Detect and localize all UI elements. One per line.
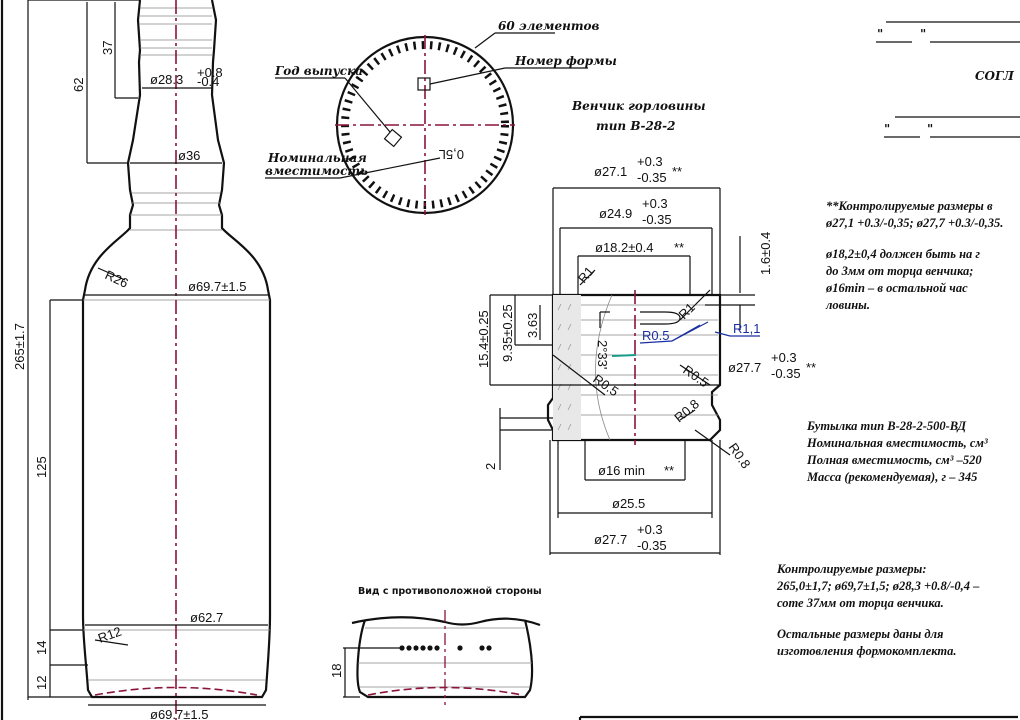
dim-d18-2-stars: ** <box>674 240 684 255</box>
dim-37: 37 <box>100 41 115 55</box>
dim-d27-7-tol-minus: -0.35 <box>771 366 801 381</box>
notes-line-2: до 3мм от торца венчика; <box>826 264 974 278</box>
dim-125: 125 <box>34 456 49 478</box>
dim-total-height: 265±1.7 <box>12 323 27 370</box>
dim-d27-7-bottom-tol-plus: +0.3 <box>637 522 663 537</box>
finish-dimensions <box>489 187 755 555</box>
dim-d27-7: ø27.7 <box>728 360 761 375</box>
approval-title: СОГЛ <box>975 69 1014 83</box>
dim-d18-2: ø18.2±0.4 <box>595 240 653 255</box>
controlled-dims-block: Контролируемые размеры: 265,0±1,7; ø69,7… <box>777 561 1018 660</box>
label-60-elements: 60 элементов <box>498 19 600 33</box>
opposite-view-drawing <box>343 610 541 705</box>
dim-d27-7-tol-plus: +0.3 <box>771 350 797 365</box>
dim-h2: 2 <box>483 463 498 470</box>
rest-dims-line-1: Остальные размеры даны для <box>777 627 944 641</box>
dim-14: 14 <box>34 641 49 655</box>
dim-18: 18 <box>329 664 344 678</box>
dim-h3-63: 3.63 <box>525 313 540 338</box>
finish-title-1: Венчик горловины <box>571 99 706 113</box>
dim-36: ø36 <box>178 148 200 163</box>
notes-controlled-block: **Контролируемые размеры в ø27,1 +0.3/-0… <box>826 198 1018 314</box>
emblem-volume: 0,5L <box>439 147 464 162</box>
dim-h9-35: 9.35±0.25 <box>500 304 515 362</box>
dim-d27-1-tol-plus: +0.3 <box>637 154 663 169</box>
notes-line-1: ø18,2±0,4 должен быть на г <box>826 247 981 261</box>
approval-quote-2: " <box>920 27 926 41</box>
spec-nominal-capacity: Номинальная вместимость, см³ <box>807 436 988 450</box>
approval-quote-4: " <box>927 122 933 136</box>
dim-r12: R12 <box>96 624 124 646</box>
notes-controlled-line: ø27,1 +0.3/-0,35; ø27,7 +0.3/-0,35. <box>826 216 1004 230</box>
opposite-view-title: Вид с противоположной стороны <box>358 586 542 597</box>
dim-d24-9-tol-plus: +0.3 <box>642 196 668 211</box>
dim-body-diameter: ø69.7±1.5 <box>188 279 246 294</box>
dim-d27-1-stars: ** <box>672 164 682 179</box>
dim-bottom-diameter: ø69.7±1.5 <box>150 707 208 720</box>
dim-d25-5: ø25.5 <box>612 496 645 511</box>
finish-blue-radii <box>639 321 760 344</box>
approval-quote-1: " <box>877 27 883 41</box>
dim-d24-9-tol-minus: -0.35 <box>642 212 672 227</box>
dim-neck-diameter: ø28.3 <box>150 72 183 87</box>
dim-r26: R26 <box>103 267 131 291</box>
controlled-dims-line-2: соте 37мм от торца венчика. <box>777 596 944 610</box>
finish-title-2: тип В-28-2 <box>596 119 675 133</box>
controlled-dims-line-1: 265,0±1,7; ø69,7±1,5; ø28,3 +0.8/-0,4 – <box>777 579 980 593</box>
dim-d27-7-bottom-tol-minus: -0.35 <box>637 538 667 553</box>
rest-dims-line-2: изготовления формокомплекта. <box>777 644 957 658</box>
dim-h15-4: 15.4±0.25 <box>476 310 491 368</box>
label-year: Год выпуска <box>274 64 363 78</box>
dim-d27-1: ø27.1 <box>594 164 627 179</box>
dim-neck-tol-plus: +0.8 <box>197 65 223 80</box>
dim-neck-tol-minus: -0.4 <box>197 74 219 89</box>
approval-quote-3: " <box>884 122 890 136</box>
bottom-emblem <box>265 32 588 215</box>
spec-full-capacity: Полная вместимость, см³ –520 <box>807 453 982 467</box>
dim-r0-8-b: R0.8 <box>726 440 754 471</box>
dim-r0-5-blue: R0.5 <box>642 328 669 343</box>
dim-d16: ø16 min <box>598 463 645 478</box>
controlled-dims-heading: Контролируемые размеры: <box>777 562 927 576</box>
spec-mass: Масса (рекомендуемая), г – 345 <box>807 470 978 484</box>
label-capacity-1: Номинальная <box>267 151 367 165</box>
approval-lines <box>876 21 1020 138</box>
dim-r0-8-a: R0.8 <box>671 396 702 425</box>
dim-d27-1-tol-minus: -0.35 <box>637 170 667 185</box>
dim-12: 12 <box>34 676 49 690</box>
notes-controlled-heading: **Контролируемые размеры в <box>826 199 993 213</box>
bottle-dimensions <box>27 0 268 706</box>
dim-d16-stars: ** <box>664 463 674 478</box>
dim-h1-6: 1.6±0.4 <box>758 232 773 275</box>
dim-r1-1: R1,1 <box>733 321 760 336</box>
label-form-number: Номер формы <box>514 54 617 68</box>
finish-section <box>546 290 722 445</box>
dim-d27-7-bottom: ø27.7 <box>594 532 627 547</box>
spec-block: Бутылка тип В-28-2-500-ВД Номинальная вм… <box>807 418 1018 486</box>
notes-line-4: ловины. <box>826 298 870 312</box>
dim-r0-5-c: R0.5 <box>680 362 711 390</box>
dim-d24-9: ø24.9 <box>599 206 632 221</box>
dim-62-7: ø62.7 <box>190 610 223 625</box>
dim-62: 62 <box>71 78 86 92</box>
dim-d27-7-stars: ** <box>806 360 816 375</box>
dim-r1-b: R1 <box>676 300 698 322</box>
spec-bottle-type: Бутылка тип В-28-2-500-ВД <box>807 419 966 433</box>
dim-angle: 2°33' <box>595 340 610 369</box>
notes-line-3: ø16min – в остальной час <box>826 281 968 295</box>
label-capacity-2: вместимость <box>265 164 368 178</box>
